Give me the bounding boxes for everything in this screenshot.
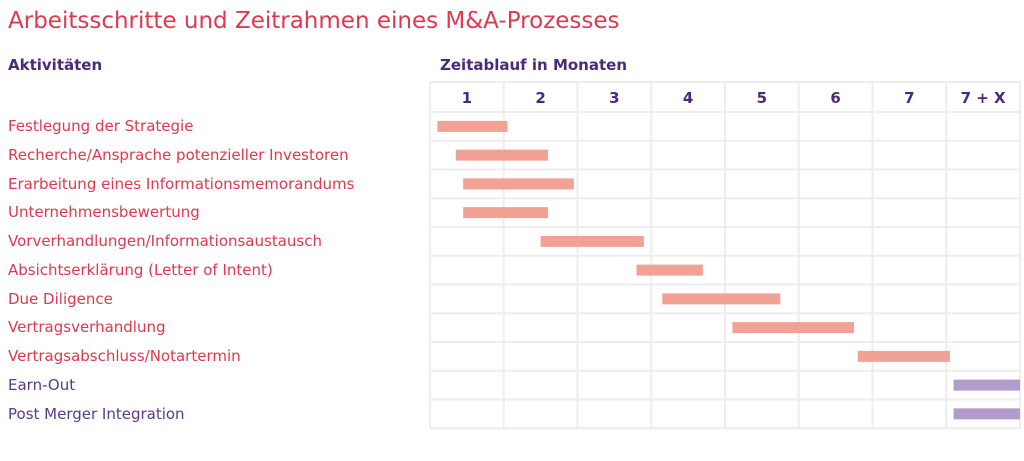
gantt-bar	[857, 350, 950, 362]
x-tick-label: 5	[757, 89, 767, 107]
x-tick-label: 6	[830, 89, 840, 107]
activity-label: Vertragsabschluss/Notartermin	[8, 347, 241, 365]
activities-header: Aktivitäten	[8, 56, 103, 74]
gantt-bar	[732, 322, 855, 334]
activity-label: Due Diligence	[8, 289, 113, 308]
gantt-bar	[953, 408, 1020, 420]
gantt-bar	[636, 264, 703, 276]
activity-label: Post Merger Integration	[8, 404, 185, 423]
gantt-bar	[662, 293, 781, 305]
gantt-bar	[437, 120, 508, 132]
gantt-bar	[455, 149, 548, 161]
activity-label: Earn-Out	[8, 375, 76, 394]
activity-label: Recherche/Ansprache potenzieller Investo…	[8, 145, 349, 164]
activity-label: Erarbeitung eines Informationsmemorandum…	[8, 174, 355, 193]
activity-label: Vertragsverhandlung	[8, 318, 166, 337]
x-tick-label: 3	[609, 89, 619, 107]
timeline-header: Zeitablauf in Monaten	[440, 56, 628, 74]
activity-label: Unternehmensbewertung	[8, 203, 200, 222]
x-tick-label: 7 + X	[961, 89, 1006, 107]
gantt-bar	[463, 207, 548, 219]
activity-label: Festlegung der Strategie	[8, 117, 194, 135]
activity-label: Absichtserklärung (Letter of Intent)	[8, 260, 273, 279]
gantt-bar	[953, 379, 1020, 391]
x-tick-label: 1	[462, 89, 472, 107]
x-tick-label: 7	[904, 89, 914, 107]
x-tick-label: 4	[683, 89, 693, 107]
gantt-bar	[463, 178, 574, 190]
gantt-bar	[540, 235, 644, 247]
chart-title: Arbeitsschritte und Zeitrahmen eines M&A…	[8, 8, 620, 34]
activity-label: Vorverhandlungen/Informationsaustausch	[8, 232, 322, 250]
x-tick-label: 2	[535, 89, 545, 107]
